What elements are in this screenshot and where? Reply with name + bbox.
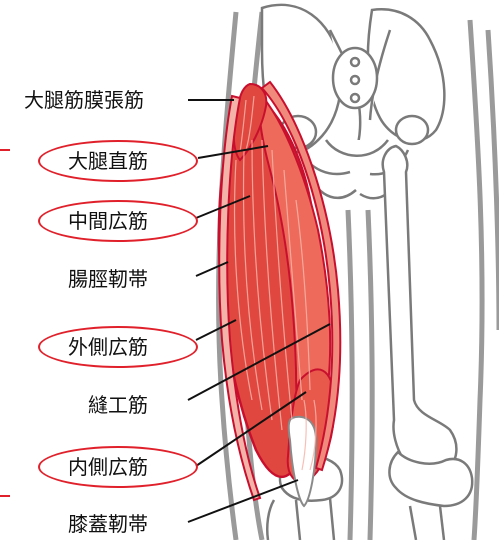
label-it-band: 腸脛靭帯 <box>68 267 148 291</box>
label-sartorius: 縫工筋 <box>88 393 148 417</box>
label-patellar-ligament: 膝蓋靭帯 <box>68 512 148 536</box>
label-vastus-lateralis: 外側広筋 <box>68 335 148 359</box>
label-vastus-intermedius: 中間広筋 <box>68 209 148 233</box>
edge-ticks <box>0 150 10 496</box>
label-tfl: 大腿筋膜張筋 <box>24 88 144 112</box>
leader-patellar-ligament <box>188 480 298 522</box>
label-vastus-medialis: 内側広筋 <box>68 455 148 479</box>
label-rectus-femoris: 大腿直筋 <box>68 149 148 173</box>
quadriceps-group <box>219 82 340 506</box>
